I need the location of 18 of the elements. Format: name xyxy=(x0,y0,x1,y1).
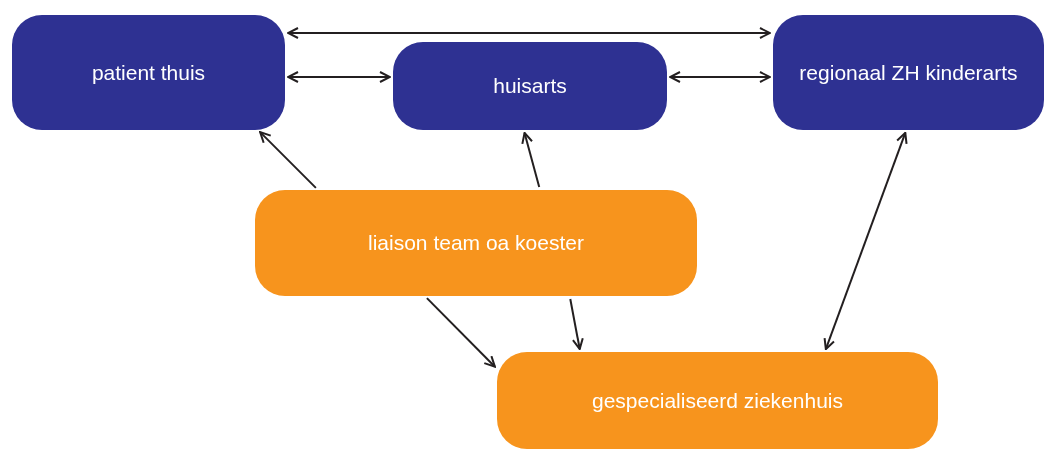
rounded-box xyxy=(773,15,1044,130)
node-label: huisarts xyxy=(493,74,567,98)
node-label: patient thuis xyxy=(91,60,206,85)
arrow xyxy=(569,297,584,351)
double-arrow xyxy=(669,71,771,83)
double-arrow xyxy=(287,27,771,39)
node-label: gespecialiseerd ziekenhuis xyxy=(592,388,843,413)
rounded-box xyxy=(12,15,285,130)
double-arrow xyxy=(287,71,391,83)
node-label: liaison team oa koester xyxy=(368,231,584,255)
rounded-box xyxy=(497,352,938,449)
arrow xyxy=(425,297,496,368)
arrow xyxy=(259,131,317,189)
arrow xyxy=(521,131,541,189)
rounded-box xyxy=(393,42,667,130)
node-label: regionaal ZH kinderarts xyxy=(799,60,1018,85)
double-arrow xyxy=(823,131,908,351)
rounded-box xyxy=(255,190,697,296)
